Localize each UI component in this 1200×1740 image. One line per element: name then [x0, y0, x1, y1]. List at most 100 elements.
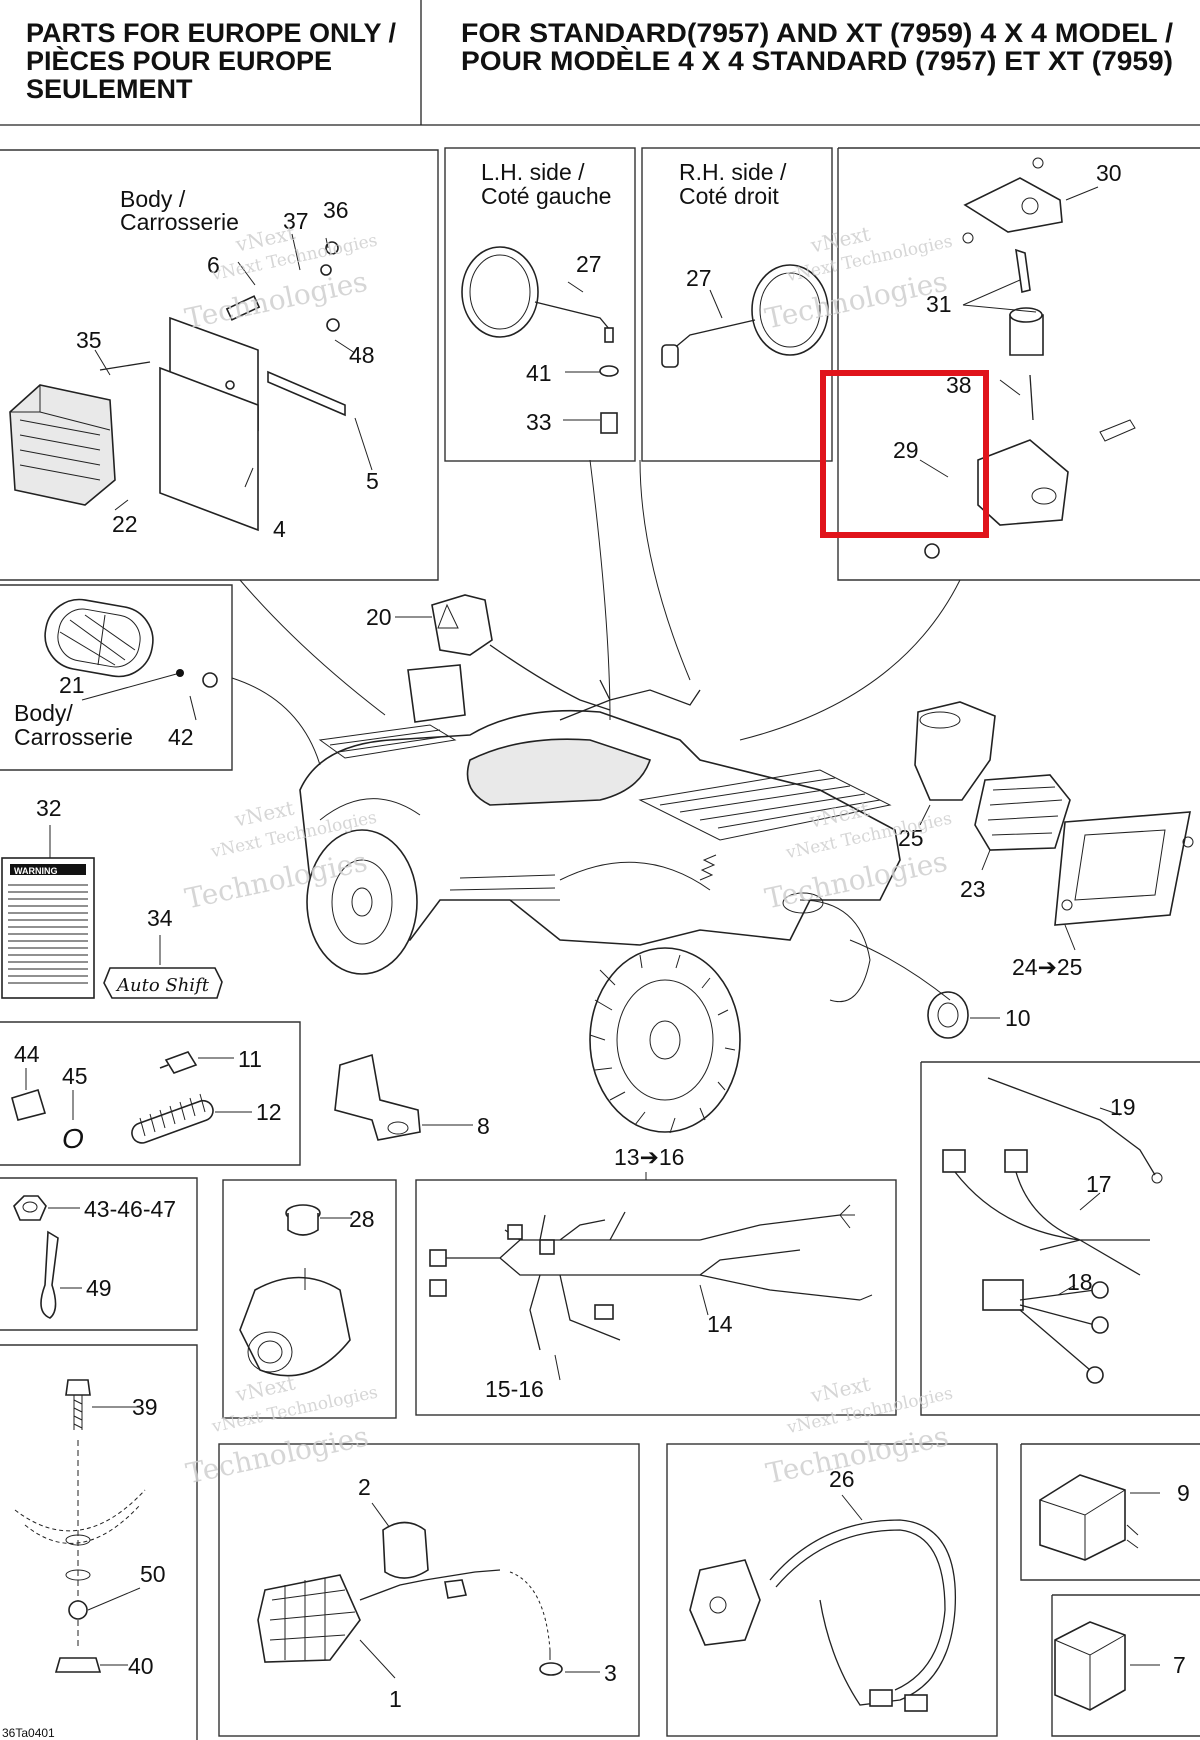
callout-23: 23 [960, 876, 986, 902]
callout-21: 21 [59, 672, 85, 698]
callout-8: 8 [477, 1113, 490, 1139]
valve-body [239, 1276, 351, 1377]
callout-31: 31 [926, 291, 952, 317]
relay-9 [1039, 1474, 1126, 1561]
spacer-strip [267, 370, 346, 417]
switch-and-horn: 20 10 [366, 594, 1031, 1039]
caption-lh-line-2: Coté gauche [481, 183, 611, 209]
signal-nut [444, 1579, 467, 1599]
header-left-line-3: SEULEMENT [26, 74, 193, 104]
handlebar-switch [689, 1559, 761, 1646]
callout-18: 18 [1067, 1269, 1093, 1295]
callout-6: 6 [207, 252, 220, 278]
cable-tie [40, 1230, 59, 1319]
headlight-bezel [1054, 811, 1191, 926]
callout-22: 22 [112, 511, 138, 537]
highlight-box [820, 370, 989, 538]
callout-41: 41 [526, 360, 552, 386]
o-ring: O [62, 1123, 84, 1154]
switch-housing [977, 439, 1069, 526]
caption-reflector-line-2: Carrosserie [14, 724, 133, 750]
panel-frames [0, 147, 1200, 1740]
callout-37: 37 [283, 208, 309, 234]
rubber-boot [382, 1521, 429, 1579]
panel-26: 26 [689, 1466, 957, 1712]
warning-decal-title: WARNING [14, 866, 58, 876]
figure-code: 36Ta0401 [2, 1726, 55, 1740]
callout-48: 48 [349, 342, 375, 368]
callout-36: 36 [323, 197, 349, 223]
callout-45: 45 [62, 1063, 88, 1089]
callout-50: 50 [140, 1561, 166, 1587]
panel-reflector: 21 Body/ Carrosserie 42 [14, 598, 218, 750]
callout-20: 20 [366, 604, 392, 630]
relays: 9 7 [1039, 1474, 1190, 1711]
panel-28: 28 [239, 1204, 375, 1377]
callout-15-16: 15-16 [485, 1376, 544, 1402]
callout-17: 17 [1086, 1171, 1112, 1197]
callout-2: 2 [358, 1474, 371, 1500]
switch-bracket [963, 177, 1063, 233]
mirror-left [461, 246, 539, 338]
panel-nut-tie: 43-46-47 49 [13, 1195, 176, 1319]
mirror-right [751, 264, 829, 356]
callout-35: 35 [76, 327, 102, 353]
bracket [334, 1053, 421, 1141]
caption-rh-line-1: R.H. side / [679, 159, 787, 185]
warning-decal [1, 857, 95, 999]
horn [927, 991, 969, 1039]
atv-seat [466, 738, 652, 806]
callout-12: 12 [256, 1099, 282, 1125]
caption-rh-line-2: Coté droit [679, 183, 779, 209]
callout-32: 32 [36, 795, 62, 821]
panel-rh-mirror: R.H. side / Coté droit 27 [661, 159, 829, 368]
callout-40: 40 [128, 1653, 154, 1679]
callout-44: 44 [14, 1041, 40, 1067]
callout-27-right: 27 [686, 265, 712, 291]
caption-lh-line-1: L.H. side / [481, 159, 585, 185]
bracket-8: 8 [334, 1053, 490, 1141]
callout-9: 9 [1177, 1480, 1190, 1506]
callout-13-16: 13➔16 [614, 1144, 684, 1170]
callout-38: 38 [946, 372, 972, 398]
panel-license-plate: Body / Carrosserie 35 22 4 5 48 37 36 6 [9, 186, 379, 542]
callout-29: 29 [893, 437, 919, 463]
callout-34: 34 [147, 905, 173, 931]
panel-lh-mirror: L.H. side / Coté gauche 27 41 33 [461, 159, 619, 435]
callout-1: 1 [389, 1686, 402, 1712]
caption-body-line-2: Carrosserie [120, 209, 239, 235]
license-plate [159, 366, 259, 532]
callout-39: 39 [132, 1394, 158, 1420]
callout-28: 28 [349, 1206, 375, 1232]
grommet [11, 1088, 47, 1121]
callout-25: 25 [898, 825, 924, 851]
panel-wiring: 19 17 18 [942, 1077, 1163, 1384]
callout-42: 42 [168, 724, 194, 750]
callout-5: 5 [366, 468, 379, 494]
callout-26: 26 [829, 1466, 855, 1492]
headlight [974, 774, 1071, 851]
panel-ignition: 30 31 38 29 [893, 157, 1136, 559]
callout-27-left: 27 [576, 251, 602, 277]
atv-body [299, 709, 901, 946]
hazard-switch [431, 594, 493, 656]
decals: 32 WARNING 34 Auto Shift [1, 795, 223, 999]
callout-11: 11 [238, 1046, 262, 1072]
callout-14: 14 [707, 1311, 733, 1337]
callout-4: 4 [273, 516, 286, 542]
key [1015, 248, 1031, 293]
callout-43-46-47: 43-46-47 [84, 1196, 176, 1222]
header-right-line-2: POUR MODÈLE 4 X 4 STANDARD (7957) ET XT … [461, 45, 1173, 76]
header: PARTS FOR EUROPE ONLY / PIÈCES POUR EURO… [0, 0, 1200, 126]
callout-49: 49 [86, 1275, 112, 1301]
reflector [44, 598, 154, 678]
nut [13, 1195, 47, 1221]
callout-30: 30 [1096, 160, 1122, 186]
tail-light [9, 384, 116, 506]
callout-24-25: 24➔25 [1012, 954, 1082, 980]
callout-19: 19 [1110, 1094, 1136, 1120]
panel-harness: 13➔16 14 15-16 [429, 1144, 873, 1402]
caption-body-line-1: Body / [120, 186, 186, 212]
relay-connector [982, 1279, 1024, 1311]
atv-vehicle [299, 664, 901, 1134]
